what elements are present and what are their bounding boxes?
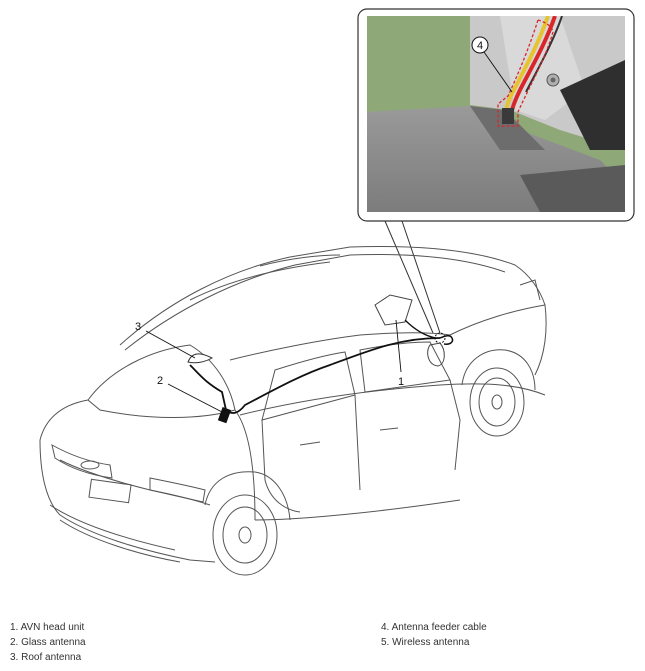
legend-item-antenna-feeder-cable: 4. Antenna feeder cable — [381, 622, 487, 633]
callout-1-label: 1 — [398, 376, 404, 388]
glass-antenna-module — [217, 407, 232, 424]
legend-item-glass-antenna: 2. Glass antenna — [10, 637, 86, 648]
callout-2-label: 2 — [157, 375, 163, 387]
callout-1-leader — [395, 319, 402, 373]
inset-leader-right — [401, 220, 441, 334]
callout-2-leader — [167, 383, 223, 413]
callout-3-leader — [145, 330, 196, 359]
legend-left-column: 1. AVN head unit 2. Glass antenna 3. Roo… — [10, 620, 86, 665]
inset-leader-left — [384, 220, 434, 334]
legend-item-roof-antenna: 3. Roof antenna — [10, 652, 82, 663]
roof-antenna-shape — [187, 353, 214, 364]
car-line-art — [39, 245, 547, 576]
legend-item-wireless-antenna: 5. Wireless antenna — [381, 637, 470, 648]
antenna-feeder-cable — [189, 319, 454, 414]
callout-3-label: 3 — [135, 321, 141, 333]
inset-photo: 4 — [357, 8, 635, 222]
legend-right-column: 4. Antenna feeder cable 5. Wireless ante… — [381, 620, 487, 650]
legend-item-avn-head-unit: 1. AVN head unit — [10, 622, 85, 633]
callout-4-label: 4 — [477, 40, 483, 52]
